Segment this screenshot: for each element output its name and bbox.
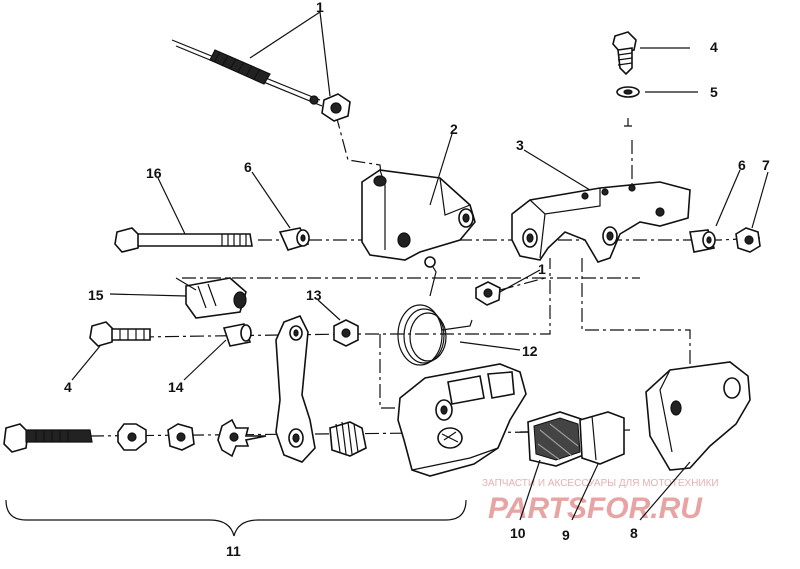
part-12-torsion-spring	[397, 256, 473, 366]
part-4-bolt-lower	[89, 321, 151, 347]
part-10-brake-pad	[527, 411, 587, 467]
part-11-lever-arm	[275, 314, 316, 463]
callout-8: 8	[630, 525, 638, 541]
part-3-bracket-right	[511, 181, 691, 263]
caliper-housing	[397, 363, 527, 477]
callout-4-lower: 4	[64, 379, 72, 395]
callout-1-lower: 1	[538, 261, 546, 277]
part-16-long-bolt	[114, 227, 253, 253]
part-6-bushing-left	[278, 227, 310, 251]
leader-lines	[5, 11, 769, 537]
callout-2: 2	[450, 121, 458, 137]
part-14-spacer	[222, 323, 252, 347]
callout-labels: 1 1 2 3 4 4 5 6 6 7 8 9 10 11 12 13 14 1…	[64, 0, 770, 559]
callout-10: 10	[510, 525, 526, 541]
part-8-caliper-plate	[645, 361, 751, 471]
callout-1-top: 1	[316, 0, 324, 15]
part-1-hex-nut-top	[321, 93, 351, 122]
callout-9: 9	[562, 527, 570, 543]
callout-6-left: 6	[244, 159, 252, 175]
part-4-screw-top	[612, 31, 637, 76]
callout-5: 5	[710, 84, 718, 100]
callout-12: 12	[522, 343, 538, 359]
part-1-hex-nut-lower	[475, 281, 501, 306]
part-5-washer	[616, 86, 640, 127]
part-15-pin	[175, 277, 247, 319]
part-11-coil-spring	[329, 421, 367, 457]
callout-11: 11	[226, 543, 241, 559]
watermark-caption: ЗАПЧАСТИ И АКСЕССУАРЫ ДЛЯ МОТОТЕХНИКИ	[482, 478, 719, 489]
cable-spring	[209, 49, 271, 85]
callout-14: 14	[168, 379, 184, 395]
part-13-nut	[333, 319, 359, 347]
callout-13: 13	[306, 287, 322, 303]
part-11-bottom-bolt	[3, 423, 93, 453]
callout-4-top: 4	[710, 39, 718, 55]
part-11-nut	[167, 423, 195, 451]
callout-15: 15	[88, 287, 104, 303]
part-1-throttle-cable	[171, 39, 323, 107]
callout-16: 16	[146, 165, 162, 181]
part-9-backing-plate	[579, 411, 625, 465]
part-11-lock-washer	[117, 423, 147, 451]
callout-6-right: 6	[738, 157, 746, 173]
part-11-star-washer	[217, 418, 267, 458]
part-2-bracket-left	[361, 169, 476, 261]
watermark: ЗАПЧАСТИ И АКСЕССУАРЫ ДЛЯ МОТОТЕХНИКИ PA…	[482, 478, 719, 525]
part-7-nut	[735, 227, 761, 253]
callout-3: 3	[516, 137, 524, 153]
callout-7: 7	[762, 157, 770, 173]
part-6-bushing-right	[689, 229, 716, 253]
